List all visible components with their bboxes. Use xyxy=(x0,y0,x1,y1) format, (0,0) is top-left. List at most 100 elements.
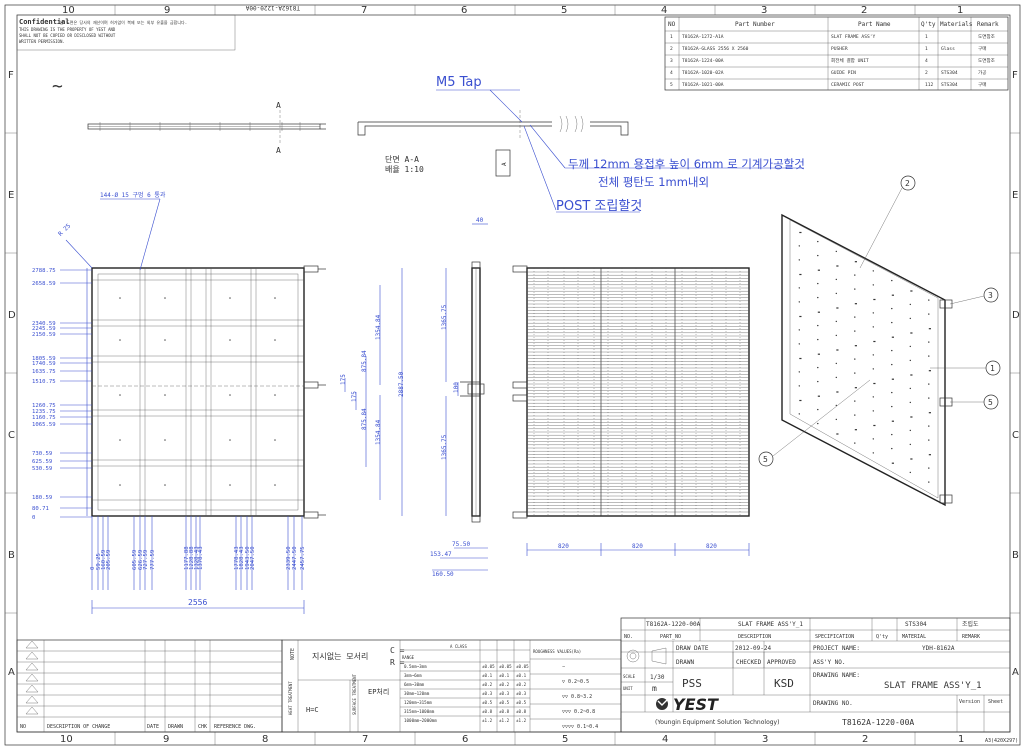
tol-value: ±0.2 xyxy=(516,682,527,687)
post-assembly-note: POST 조립할것 xyxy=(556,199,642,214)
zone-col-label: 7 xyxy=(362,734,368,745)
bottom-dim-label: 1943.50 xyxy=(245,546,251,570)
mid-dim: 1354.84 xyxy=(375,419,382,445)
tol-range: 120mm~315mm xyxy=(404,700,432,705)
tb-drawing-name-label: DRAWING NAME: xyxy=(813,672,860,679)
tol-range: 30mm~120mm xyxy=(404,691,430,696)
left-dim-label: 2788.75 xyxy=(32,268,56,274)
roughness-symbol: ▽▽▽▽ 0.1~0.4 xyxy=(562,724,598,730)
tol-value: ±0.2 xyxy=(482,682,493,687)
left-dim-label: 1235.75 xyxy=(32,409,56,415)
tb-r-eq: R = xyxy=(390,658,405,667)
tb-part-no: T8162A-1220-00A xyxy=(646,621,701,628)
left-dim-label: 625.59 xyxy=(32,459,52,465)
tb-assy-label: ASS'Y NO. xyxy=(813,659,846,666)
tb-unit-label: UNIT xyxy=(623,686,633,691)
section-title: 단면 A-A xyxy=(385,154,419,164)
left-dim-label: 1635.75 xyxy=(32,369,56,375)
zone-col-label: 3 xyxy=(762,734,768,745)
balloon-label: 3 xyxy=(988,291,993,300)
mid-dim: 875.84 xyxy=(361,408,368,430)
tol-value: ±0.5 xyxy=(482,700,493,705)
isometric-view xyxy=(781,213,953,507)
bay-width: 820 xyxy=(558,543,569,550)
side-view: 40 1365.75 1365.75 100 75.50 153.47 160.… xyxy=(430,217,488,578)
left-dim-label: 80.71 xyxy=(32,506,49,512)
bottom-dim-label: 1778.43 xyxy=(234,546,240,570)
tb-unit: m xyxy=(652,684,657,693)
bottom-dim-label: 1828.43 xyxy=(239,546,245,570)
zone-row-label: F xyxy=(1012,70,1018,81)
tol-value: ±0.8 xyxy=(516,709,527,714)
bay-width: 820 xyxy=(632,543,643,550)
tb-drawing-no: T8162A-1220-00A xyxy=(842,718,914,727)
zone-row-label: F xyxy=(8,70,14,81)
annotation-notes: M5 Tap 두께 12mm 용접후 높이 6mm 로 기계가공할것 전체 평탄… xyxy=(436,75,805,214)
bom-cell: CERAMIC POST xyxy=(831,82,864,88)
tb-c-eq: C = xyxy=(390,646,405,655)
bom-cell: 112 xyxy=(925,82,934,88)
tol-value: ±1.2 xyxy=(516,718,527,723)
tol-value: ±0.3 xyxy=(516,691,527,696)
company-logo: YEST (Youngin Equipment Solution Technol… xyxy=(655,695,779,726)
bom-cell: PUSHER xyxy=(831,46,848,52)
left-dim-label: 2245.59 xyxy=(32,326,56,332)
tb-scale-label: SCALE xyxy=(623,674,636,679)
bom-cell: 구매 xyxy=(978,45,986,52)
left-dim-label: 1740.59 xyxy=(32,361,56,367)
left-dim-label: 730.59 xyxy=(32,451,52,457)
company-subtitle: (Youngin Equipment Solution Technology) xyxy=(655,719,779,726)
bom-cell: 회전체 결합 UNIT xyxy=(831,57,869,64)
overall-height: 2887.50 xyxy=(398,371,405,397)
rev-header: REFERENCE DWG. xyxy=(214,724,256,730)
tb-remark: 조립도 xyxy=(962,620,979,628)
weld-note: 두께 12mm 용접후 높이 6mm 로 기계가공할것 xyxy=(568,157,805,171)
tol-value: ±0.05 xyxy=(499,664,512,669)
tb-version-label: Version xyxy=(959,699,980,705)
bom-header: Materials xyxy=(940,21,973,28)
bom-cell: 가공 xyxy=(978,69,986,76)
bottom-dim-label: 2047.50 xyxy=(250,546,256,570)
tol-value: ±0.3 xyxy=(499,691,510,696)
zone-col-label: 4 xyxy=(662,734,668,745)
rev-header: DRAWN xyxy=(168,724,183,730)
zone-row-label: E xyxy=(1012,190,1018,201)
inner-border xyxy=(16,14,1011,733)
bottom-dim-label: 1378.43 xyxy=(198,546,204,570)
tb-roughness-label: ROUGHNESS VALUES(Ra) xyxy=(533,649,581,654)
bottom-dim-label: 2447.50 xyxy=(292,546,298,570)
section-detail-dim: A xyxy=(501,162,508,166)
rev-header: DESCRIPTION OF CHANGE xyxy=(47,724,110,730)
tol-value: ±0.1 xyxy=(516,673,527,678)
zone-row-label: C xyxy=(1012,430,1019,441)
confidential-title: Confidential xyxy=(19,18,70,26)
left-dim-label: 2340.59 xyxy=(32,321,56,327)
confidential-line: 본 도면은 당사의 재산이며 허가없이 복제 또는 외부 유출을 금합니다. xyxy=(60,19,187,25)
tol-value: ±1.2 xyxy=(499,718,510,723)
zone-col-labels-bottom: 10 9 8 7 6 5 4 3 2 1 xyxy=(60,734,964,745)
zone-col-label: 4 xyxy=(661,5,667,16)
left-dim-label: 180.59 xyxy=(32,495,52,501)
tb-surface-label: SURFACE TREATMENT xyxy=(352,673,357,715)
zone-ticks xyxy=(5,5,1020,745)
front-view-overall-dims: 2556 2887.50 xyxy=(91,268,405,614)
tb-header: SPECIFICATION xyxy=(815,634,854,640)
bom-cell: STS304 xyxy=(941,82,958,88)
left-dimension-stack: 2788.752658.592340.592245.592150.591805.… xyxy=(32,268,92,521)
balloon-label: 5 xyxy=(988,398,993,407)
section-a-a: A 단면 A-A 배율 1:10 xyxy=(357,110,629,177)
bom-header: Remark xyxy=(977,21,999,28)
tol-value: ±0.05 xyxy=(516,664,529,669)
balloon-label: 1 xyxy=(990,364,995,373)
zone-row-label: A xyxy=(8,667,15,678)
bom-header: Part Name xyxy=(858,21,891,28)
zone-col-labels-top: 10 9 7 6 5 4 3 2 1 xyxy=(62,5,963,16)
bom-cell: T8162A-1224-00A xyxy=(682,58,724,64)
zone-row-label: B xyxy=(1012,550,1019,561)
left-dim-label: 1160.75 xyxy=(32,415,56,421)
zone-col-label: 9 xyxy=(164,5,170,16)
tol-range: 315mm~1000mm xyxy=(404,709,435,714)
mid-dim: 1354.84 xyxy=(375,314,382,340)
tol-range: 6mm~30mm xyxy=(404,682,425,687)
confidential-line: WRITTEN PERMISSION. xyxy=(19,39,65,44)
